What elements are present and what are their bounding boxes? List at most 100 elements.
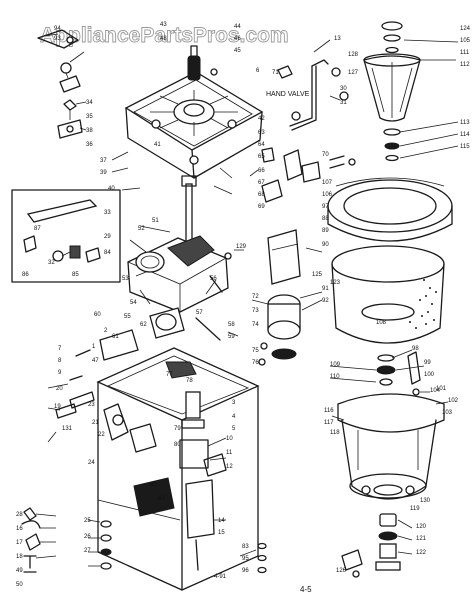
callout-number: 104 <box>430 388 441 394</box>
callout-number: 114 <box>460 132 470 138</box>
callout-number: 43 <box>160 22 167 28</box>
callout-numbers: 124 105 111 112 113 114 115 94 93 43 44 … <box>16 22 471 588</box>
callout-number: 120 <box>416 524 427 530</box>
callout-number: 110 <box>330 374 340 380</box>
callout-number: 95 <box>242 556 249 562</box>
spin-basket <box>331 245 445 344</box>
callout-number: 113 <box>460 120 470 126</box>
callout-number: 78 <box>186 378 193 384</box>
callout-number: 64 <box>258 142 265 148</box>
callout-number: 8 <box>58 358 62 364</box>
callout-number: 11 <box>226 450 233 456</box>
callout-number: 103 <box>442 410 453 416</box>
callout-number: 130 <box>420 498 431 504</box>
callout-number: 25 <box>84 518 91 524</box>
callout-number: 112 <box>460 62 470 68</box>
callout-number: 58 <box>228 322 235 328</box>
callout-number: 62 <box>140 322 147 328</box>
callout-number: 79 <box>174 426 181 432</box>
callout-number: 87 <box>34 226 41 232</box>
callout-number: 88 <box>322 216 329 222</box>
callout-number: 98 <box>412 346 419 352</box>
callout-number: 67 <box>258 180 265 186</box>
callout-number: 40 <box>108 186 115 192</box>
callout-number: 90 <box>322 242 329 248</box>
callout-number: 34 <box>86 100 93 106</box>
fastener-column <box>21 507 267 574</box>
callout-number: 21 <box>92 420 99 426</box>
callout-number: 19 <box>54 404 61 410</box>
callout-number: 53 <box>122 276 129 282</box>
shaft-parts <box>341 513 401 578</box>
callout-number: 48 <box>160 36 167 42</box>
callout-number: 126 <box>336 568 347 574</box>
callout-number: 45 <box>234 48 241 54</box>
callout-number: 107 <box>322 180 333 186</box>
callout-number: 2 <box>104 328 108 334</box>
callout-number: 86 <box>22 272 29 278</box>
callout-number: 1 <box>92 344 96 350</box>
callout-number: 119 <box>410 506 420 512</box>
callout-number: 77 <box>166 372 173 378</box>
callout-number: 129 <box>236 244 247 250</box>
callout-number: 69 <box>258 204 265 210</box>
center-post-parts <box>376 351 421 396</box>
callout-number: 82 <box>158 496 165 502</box>
callout-number: 23 <box>88 402 95 408</box>
callout-number: 9 <box>58 370 62 376</box>
callout-number: 6 <box>256 68 260 74</box>
callout-number: 99 <box>424 360 431 366</box>
callout-number: 37 <box>100 158 107 164</box>
callout-number: 50 <box>16 582 23 588</box>
inset-detail-box <box>11 189 121 283</box>
callout-number: 102 <box>448 398 459 404</box>
callout-number: 94 <box>54 26 61 32</box>
callout-number: 85 <box>72 272 79 278</box>
callout-number: 26 <box>84 534 91 540</box>
callout-number: 18 <box>16 554 23 560</box>
callout-number: 55 <box>124 314 131 320</box>
callout-number: 17 <box>16 540 23 546</box>
callout-number: 93 <box>54 36 61 42</box>
callout-number: 33 <box>104 210 111 216</box>
callout-number: 101 <box>436 386 447 392</box>
callout-number: 124 <box>460 26 471 32</box>
callout-number: 121 <box>416 536 427 542</box>
callout-number: 65 <box>258 154 265 160</box>
callout-number: 56 <box>210 276 217 282</box>
callout-number: 118 <box>330 430 340 436</box>
callout-number: 57 <box>196 310 203 316</box>
callout-number: 83 <box>242 544 249 550</box>
callout-number: 131 <box>62 426 73 432</box>
callout-number: 52 <box>138 226 145 232</box>
callout-number: 28 <box>16 512 23 518</box>
callout-number: 49 <box>16 568 23 574</box>
callout-number: 54 <box>130 300 137 306</box>
drain-hose: HAND VALVE <box>266 59 349 131</box>
cabinet-internal-parts <box>97 391 227 571</box>
callout-number: 91 <box>322 286 329 292</box>
callout-number: 117 <box>324 420 334 426</box>
motor-pump <box>99 252 232 361</box>
callout-number: 81 <box>150 482 157 488</box>
callout-number: 36 <box>86 142 93 148</box>
pump-motor-stack <box>258 229 301 366</box>
callout-number: 84 <box>104 250 111 256</box>
bracket-assembly-topleft <box>37 29 83 139</box>
switch-bracket-group <box>261 147 356 203</box>
callout-number: 4 <box>232 414 236 420</box>
callout-number: 61 <box>112 334 119 340</box>
callout-number: 128 <box>348 52 359 58</box>
callout-number: 76 <box>252 360 259 366</box>
callout-number: 10 <box>226 436 233 442</box>
callout-number: 80 <box>174 442 181 448</box>
callout-number: 24 <box>88 460 95 466</box>
leader-lines <box>35 33 459 567</box>
outer-tub <box>337 393 445 500</box>
callout-number: 75 <box>252 348 259 354</box>
callout-number: 39 <box>100 170 107 176</box>
callout-number: 115 <box>460 144 470 150</box>
callout-number: 7 <box>58 346 62 352</box>
callout-number: 22 <box>98 432 105 438</box>
